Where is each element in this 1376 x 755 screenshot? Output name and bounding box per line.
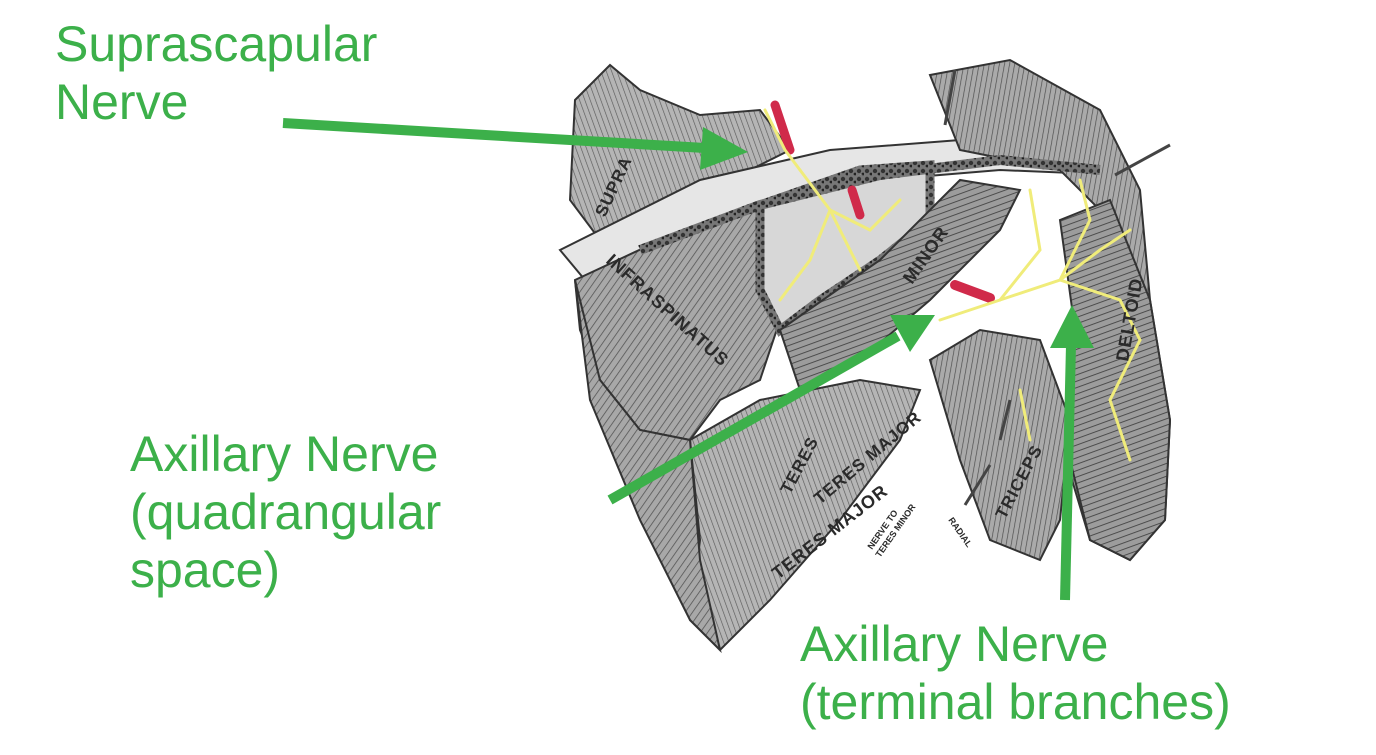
callout-axillary-terminal-line1: Axillary Nerve — [800, 615, 1231, 673]
callout-suprascapular-line2: Nerve — [55, 73, 377, 131]
callout-suprascapular-nerve: Suprascapular Nerve — [55, 15, 377, 131]
callout-axillary-quad-line3: space) — [130, 541, 441, 599]
teres-major-muscle — [690, 380, 920, 650]
callout-axillary-terminal-line2: (terminal branches) — [800, 673, 1231, 731]
callout-axillary-quadrangular: Axillary Nerve (quadrangular space) — [130, 425, 441, 599]
callout-axillary-quad-line2: (quadrangular — [130, 483, 441, 541]
label-radial: RADIAL — [946, 515, 974, 549]
arrow-axillary-quad-head — [890, 315, 935, 352]
callout-suprascapular-line1: Suprascapular — [55, 15, 377, 73]
arrow-axillary-terminal-shaft — [1065, 345, 1071, 600]
posterior-circumflex-artery — [955, 285, 990, 298]
deltoid-muscle — [1060, 200, 1170, 560]
callout-axillary-quad-line1: Axillary Nerve — [130, 425, 441, 483]
callout-axillary-terminal: Axillary Nerve (terminal branches) — [800, 615, 1231, 731]
